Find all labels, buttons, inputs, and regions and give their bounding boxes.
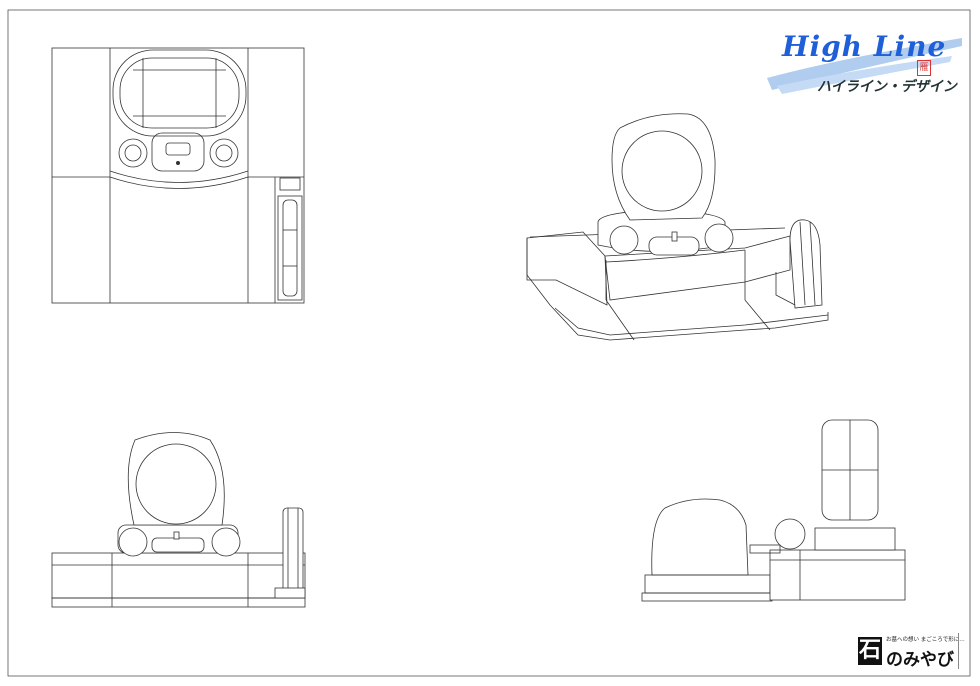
brand-name-en: High Line xyxy=(782,30,947,63)
maker-name: のみやび xyxy=(886,650,954,670)
maker-kanji: 石 xyxy=(858,637,882,665)
divider xyxy=(958,633,959,669)
brand-name-jp: ハイライン・デザイン xyxy=(817,79,957,95)
perspective-view xyxy=(526,113,829,341)
sheet-border xyxy=(7,9,971,677)
plan-view xyxy=(51,47,305,304)
maker-tagline: お墓への想い まごころで形に… xyxy=(886,637,965,643)
maker-logo: 石 お墓への想い まごころで形に… のみやび xyxy=(858,633,965,670)
side-view xyxy=(641,419,906,602)
high-line-logo: High Line 雁 ハイライン・デザイン xyxy=(762,28,970,106)
brand-seal: 雁 xyxy=(917,60,931,76)
front-view xyxy=(51,432,306,608)
brush-stroke-icon xyxy=(767,38,962,94)
